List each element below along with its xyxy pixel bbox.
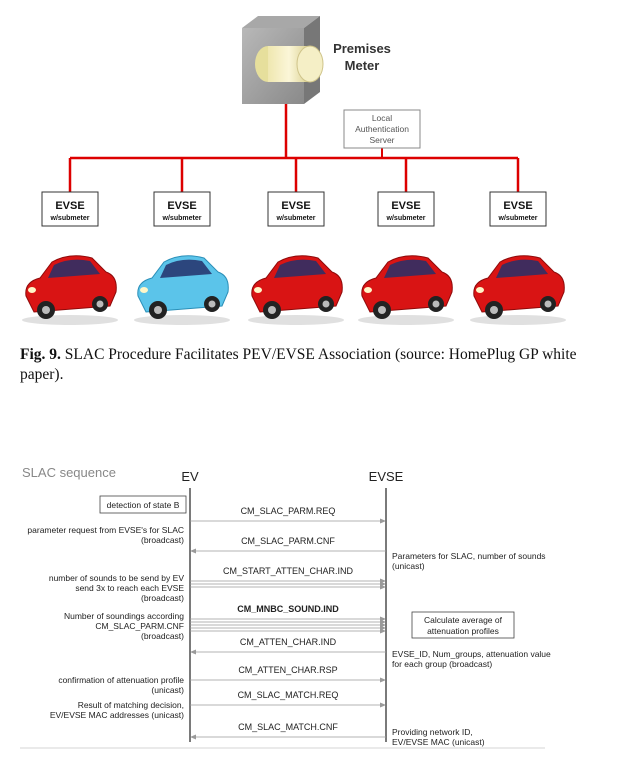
left-note-line: Result of matching decision, [78,700,184,710]
message-label: CM_SLAC_PARM.REQ [241,506,336,516]
evse-subtitle: w/submeter [498,215,538,222]
left-note-line: Number of soundings according [64,611,184,621]
calc-average-box [411,611,515,639]
sequence-message: CM_START_ATTEN_CHAR.IND [190,566,386,590]
evse-box [489,191,547,227]
left-note-line: (broadcast) [141,535,184,545]
arrow-head-icon [190,548,196,554]
sequence-title: SLAC sequence [22,465,116,480]
right-note-line: EV/EVSE MAC (unicast) [392,737,485,747]
right-note-line: for each group (broadcast) [392,659,492,669]
evse-subtitle: w/submeter [386,215,426,222]
evse-unit: EVSE w/submeter [22,191,118,325]
arrow-head-icon [380,584,386,590]
figure-caption: Fig. 9. SLAC Procedure Facilitates PEV/E… [20,345,610,385]
evse-unit: EVSE w/submeter [470,191,566,325]
message-label: CM_MNBC_SOUND.IND [237,604,339,614]
evse-lifeline-label: EVSE [369,469,404,484]
evse-box [153,191,211,227]
right-note-line: (unicast) [392,561,425,571]
left-note-line: (broadcast) [141,593,184,603]
calc-average-line1: Calculate average of [424,615,503,625]
car-icon [22,255,118,325]
left-note-line: CM_SLAC_PARM.CNF [95,621,184,631]
left-note-line: number of sounds to be send by EV [49,573,184,583]
caption-label: Fig. 9. [20,346,61,363]
sequence-message: CM_SLAC_PARM.CNF [190,536,386,554]
evse-unit: EVSE w/submeter [358,191,454,325]
arrow-head-icon [380,677,386,683]
network-lines [68,104,520,192]
evse-box [41,191,99,227]
left-note-line: (unicast) [151,685,184,695]
evse-title: EVSE [167,200,196,212]
state-b-box [99,495,187,514]
car-icon [470,255,566,325]
sequence-message: CM_ATTEN_CHAR.RSP [190,665,386,683]
ev-lifeline-label: EV [181,469,199,484]
premises-meter-icon [242,16,324,104]
right-note-line: Parameters for SLAC, number of sounds [392,551,546,561]
left-note-line: EV/EVSE MAC addresses (unicast) [50,710,184,720]
evse-title: EVSE [55,200,84,212]
evse-subtitle: w/submeter [162,215,202,222]
message-label: CM_ATTEN_CHAR.IND [240,637,337,647]
sequence-message: CM_SLAC_PARM.REQ [190,506,386,524]
arrow-head-icon [380,628,386,634]
left-note-line: send 3x to reach each EVSE [75,583,184,593]
calc-average-line2: attenuation profiles [427,626,499,636]
left-note-line: (broadcast) [141,631,184,641]
car-icon [358,255,454,325]
left-note-line: confirmation of attenuation profile [58,675,184,685]
message-label: CM_SLAC_MATCH.REQ [238,690,339,700]
car-icon [248,255,344,325]
message-label: CM_SLAC_PARM.CNF [241,536,335,546]
meter-label-line1: Premises [333,41,391,56]
sequence-messages: CM_SLAC_PARM.REQ CM_SLAC_PARM.CNF CM_START… [190,506,386,740]
arrow-head-icon [380,702,386,708]
auth-server-box [343,109,421,149]
evse-box [377,191,435,227]
auth-server-line2: Authentication [355,124,409,134]
slac-sequence-diagram: SLAC sequence EV EVSE detection of state… [20,465,551,749]
sequence-message: CM_ATTEN_CHAR.IND [190,637,386,655]
arrow-head-icon [380,518,386,524]
slac-network-diagram: Premises Meter Local Authentication Serv… [22,16,566,325]
evse-title: EVSE [281,200,310,212]
right-note-line: EVSE_ID, Num_groups, attenuation value [392,649,551,659]
message-label: CM_ATTEN_CHAR.RSP [238,665,337,675]
sequence-message: CM_SLAC_MATCH.CNF [190,722,386,740]
evse-subtitle: w/submeter [50,215,90,222]
sequence-message: CM_SLAC_MATCH.REQ [190,690,386,708]
arrow-head-icon [190,649,196,655]
car-icon [134,255,230,325]
meter-label-line2: Meter [345,58,380,73]
evse-unit: EVSE w/submeter [134,191,230,325]
evse-subtitle: w/submeter [276,215,316,222]
auth-server-line1: Local [372,113,392,123]
evse-units: EVSE w/submeter EVSE w/submeter EVSE w/submet… [22,191,566,325]
left-note-line: parameter request from EVSE's for SLAC [27,525,184,535]
arrow-head-icon [190,734,196,740]
evse-title: EVSE [503,200,532,212]
evse-title: EVSE [391,200,420,212]
sequence-message: CM_MNBC_SOUND.IND [190,604,386,634]
caption-text: SLAC Procedure Facilitates PEV/EVSE Asso… [20,346,577,383]
message-label: CM_START_ATTEN_CHAR.IND [223,566,354,576]
right-note-line: Providing network ID, [392,727,473,737]
evse-box [267,191,325,227]
message-label: CM_SLAC_MATCH.CNF [238,722,338,732]
auth-server-line3: Server [369,135,394,145]
sequence-notes: parameter request from EVSE's for SLAC(b… [27,525,551,747]
evse-unit: EVSE w/submeter [248,191,344,325]
state-b-text: detection of state B [107,500,180,510]
